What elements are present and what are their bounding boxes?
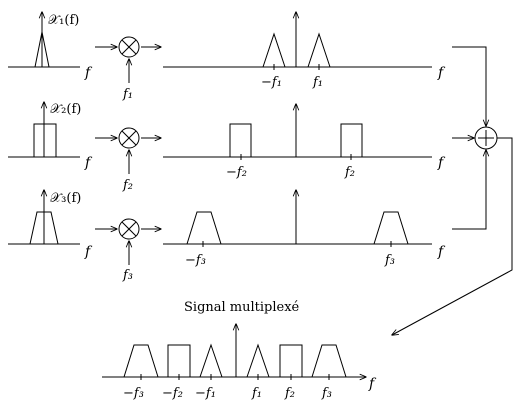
result-rect-neg [167, 344, 191, 378]
shifted-triangle-pos-1 [307, 32, 331, 68]
spectrum-label-2: 𝒳₂(f) [50, 102, 81, 117]
result-tick-label: −f₃ [123, 386, 144, 401]
shifted-spectrum-2 [163, 104, 432, 160]
sum-input-arrow-1 [452, 46, 486, 126]
shifted-neg-label-1: −f₁ [261, 75, 282, 90]
carrier-label-3: f₃ [122, 268, 133, 283]
input-spectrum-3 [8, 190, 80, 245]
summation [392, 46, 513, 335]
adder [474, 126, 498, 150]
spectrum-label-1: 𝒳₁(f) [48, 13, 79, 28]
shifted-pos-label-1: f₁ [312, 75, 323, 90]
result-tick-label: f₂ [284, 386, 295, 401]
sum-input-arrow-3 [452, 150, 486, 230]
result-spectrum [102, 324, 366, 380]
carrier-label-2: f₂ [122, 178, 133, 193]
spectrum-label-3: 𝒳₃(f) [50, 191, 81, 206]
result-axis-label: f [368, 376, 377, 392]
carrier-label-1: f₁ [122, 87, 133, 102]
shifted-pos-label-2: f₂ [344, 165, 355, 180]
shifted-rect-neg-2 [229, 123, 252, 158]
shifted-rect-pos-2 [340, 123, 363, 158]
result-rect-pos [279, 344, 303, 378]
mixer-1 [118, 36, 140, 58]
result-trapezoid-neg [123, 344, 159, 378]
result-tick-label: −f₂ [162, 386, 183, 401]
mixer-3 [118, 218, 140, 240]
result-tick-label: f₃ [321, 386, 332, 401]
shifted-neg-label-2: −f₂ [226, 165, 247, 180]
result-title: Signal multiplexé [184, 300, 300, 315]
result-tick-label: f₁ [251, 386, 262, 401]
result-tick-label: −f₁ [195, 386, 216, 401]
shifted-triangle-neg-1 [262, 32, 286, 68]
shifted-spectrum-3 [163, 190, 432, 247]
input-trapezoid-shape-3 [29, 211, 59, 245]
shifted-spectrum-1 [163, 12, 432, 70]
shifted-axis-label-2: f [437, 155, 446, 171]
shifted-trapezoid-pos-3 [373, 211, 409, 245]
shifted-axis-label-1: f [437, 65, 446, 81]
input-triangle-shape-1 [34, 31, 50, 68]
input-axis-label-1: f [84, 65, 93, 81]
result-triangle-neg [199, 343, 223, 378]
input-spectrum-2 [8, 102, 80, 158]
shifted-neg-label-3: −f₃ [185, 253, 206, 268]
shifted-pos-label-3: f₃ [384, 253, 395, 268]
channel-3 [8, 190, 432, 265]
input-axis-label-3: f [84, 244, 93, 260]
result-trapezoid-pos [311, 344, 347, 378]
input-spectrum-1 [8, 12, 80, 68]
input-rectangle-shape-2 [33, 123, 57, 158]
mixer-2 [118, 127, 140, 149]
sum-output-arrow [392, 137, 513, 335]
shifted-axis-label-3: f [437, 244, 446, 260]
shifted-trapezoid-neg-3 [186, 211, 222, 245]
result-triangle-pos [246, 343, 270, 378]
channel-2 [8, 102, 432, 174]
channel-1 [8, 12, 432, 83]
input-axis-label-2: f [84, 155, 93, 171]
